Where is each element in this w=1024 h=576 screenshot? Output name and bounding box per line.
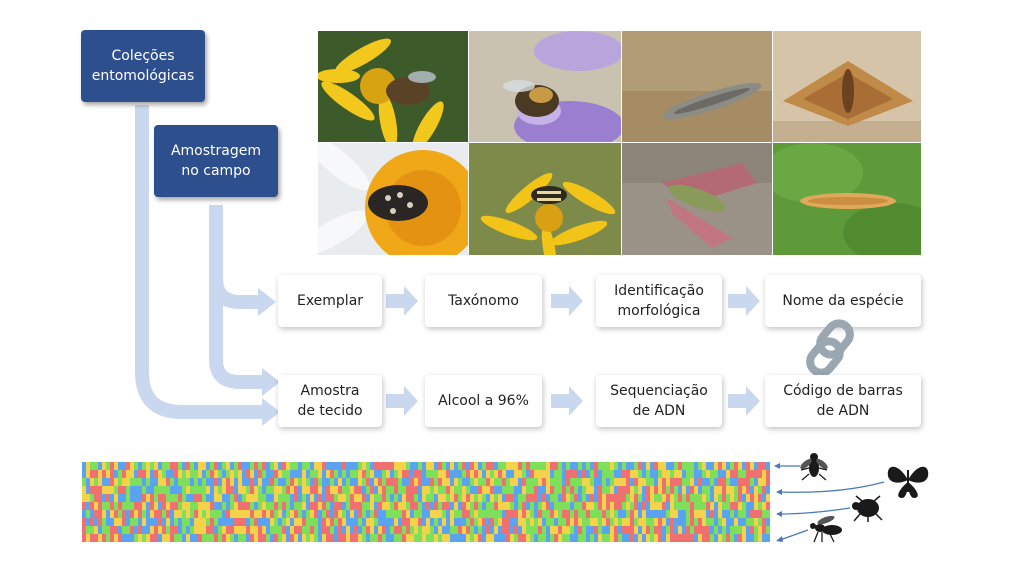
flow-box-alcohol: Alcool a 96% [425,375,542,427]
photo-pink-hawk-moth [622,143,772,255]
arrow-mol-1 [386,386,418,416]
chain-link-icon [806,319,854,377]
photo-bee-on-yellow-flower [318,31,468,142]
dna-alignment-rows [82,462,770,542]
connector-field-tissue [209,278,262,389]
dna-alignment [82,462,770,542]
flow-label-dna-sequencing: Sequenciação de ADN [610,383,708,419]
photo-wasp-on-yellow-flower [469,143,621,255]
dna-sequence-row [82,478,770,486]
arrowhead-tissue-b [262,398,280,426]
flow-box-exemplar: Exemplar [278,275,382,327]
dna-sequence-row [82,510,770,518]
wasp-silhouette-icon [810,515,842,543]
flow-label-taxonomist: Taxónomo [448,293,519,309]
dna-sequence-row [82,518,770,526]
arrowhead-exemplar [258,288,276,316]
dna-sequence-row [82,502,770,510]
flow-box-dna-sequencing: Sequenciação de ADN [596,375,722,427]
dna-sequence-row [82,526,770,534]
flow-label-exemplar: Exemplar [296,293,364,309]
arrow-morph-2 [551,286,583,316]
photo-bee-on-purple-flower [469,31,621,142]
photo-brown-moth [773,31,921,142]
photo-beetle-on-daisy [318,143,468,255]
flow-label-morphological-id: Identificação morfológica [614,283,704,319]
dna-sequence-row [82,486,770,494]
flow-label-dna-barcode: Código de barras de ADN [783,383,903,419]
arrow-morph-1 [386,286,418,316]
photo-grey-moth [622,31,772,142]
dna-sequence-row [82,534,770,542]
flow-box-dna-barcode: Código de barras de ADN [765,375,921,427]
flow-label-species-name: Nome da espécie [782,293,904,309]
arrowhead-tissue-a [262,368,280,396]
flow-box-morphological-id: Identificação morfológica [596,275,722,327]
dna-sequence-row [82,470,770,478]
butterfly-silhouette-icon [887,466,929,498]
dna-sequence-row [82,462,770,470]
connector-collections-tissue [135,105,262,419]
fly-silhouette-icon [800,453,828,481]
dna-sequence-row [82,494,770,502]
source-label-collections: Coleções entomológicas [91,48,195,84]
arrow-mol-3 [728,386,760,416]
photo-yellow-moth-on-leaf [773,143,921,255]
flow-box-taxonomist: Taxónomo [425,275,542,327]
flow-label-alcohol: Alcool a 96% [438,393,529,409]
beetle-silhouette-icon [852,495,883,522]
flow-label-tissue-sample: Amostra de tecido [297,383,363,419]
source-label-field-sampling: Amostragem no campo [170,143,262,179]
arrow-morph-3 [728,286,760,316]
flow-box-tissue-sample: Amostra de tecido [278,375,382,427]
flow-box-species-name: Nome da espécie [765,275,921,327]
arrow-mol-2 [551,386,583,416]
source-box-field-sampling: Amostragem no campo [154,125,278,197]
source-box-collections: Coleções entomológicas [81,30,205,102]
